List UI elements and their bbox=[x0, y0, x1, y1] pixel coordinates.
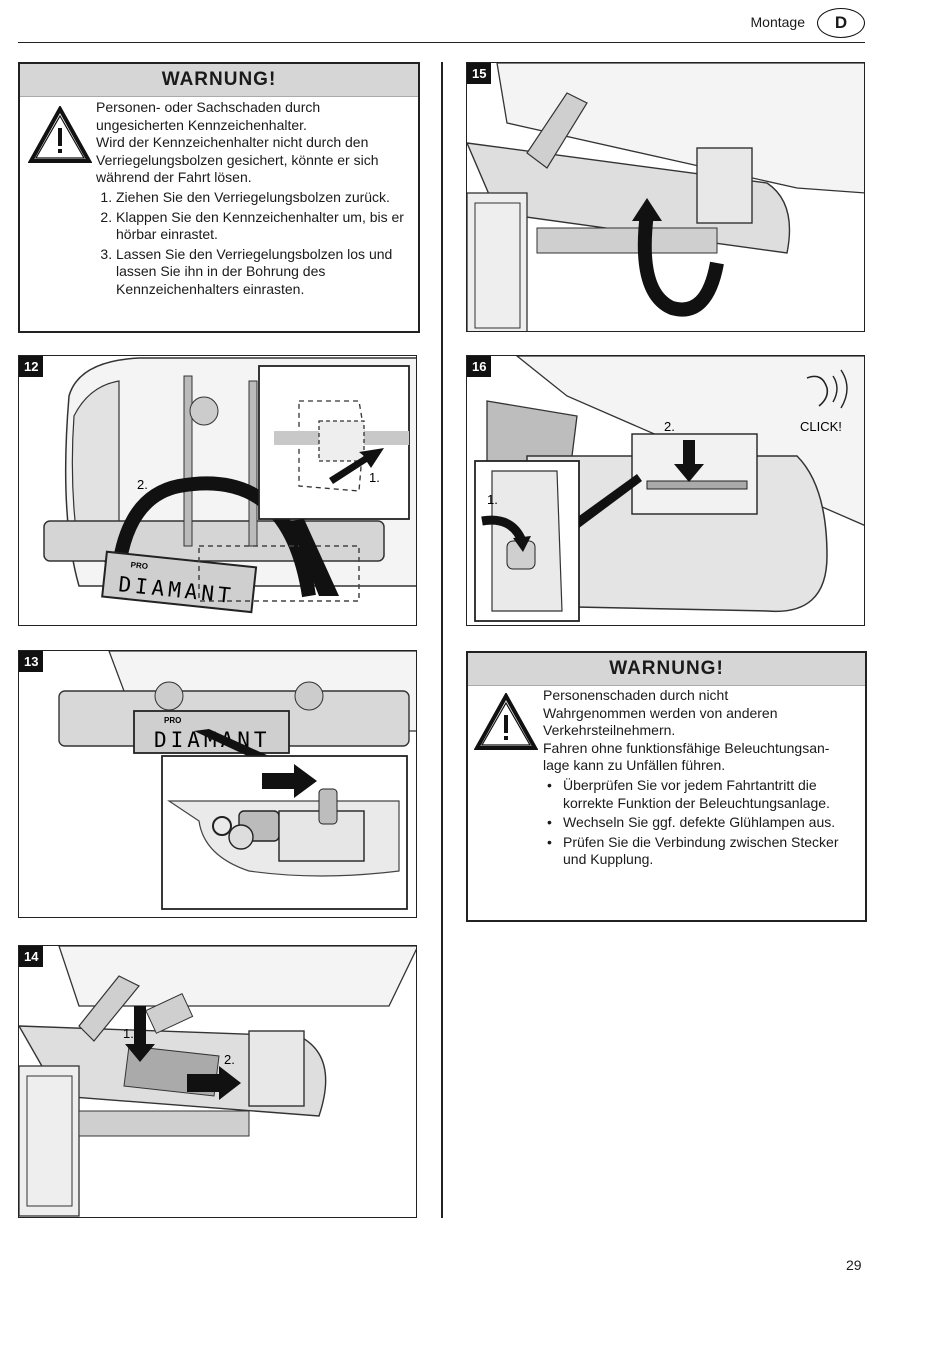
warning-steps: Ziehen Sie den Verriegelungsbolzen zurüc… bbox=[96, 189, 418, 299]
figure-number: 13 bbox=[19, 651, 44, 672]
figure-number: 12 bbox=[19, 356, 44, 377]
figure-number: 15 bbox=[467, 63, 492, 84]
warning-line: Personen- oder Sachschaden durch bbox=[96, 99, 321, 115]
step-label: 1. bbox=[487, 492, 498, 507]
step-label: 2. bbox=[664, 419, 675, 434]
warning-line: Verkehrsteilnehmern. bbox=[543, 722, 676, 739]
warning-line: Verriegelungsbolzen gesichert, könnte er… bbox=[96, 151, 379, 168]
figure-14-illustration: 1. 2. bbox=[19, 946, 416, 1217]
warning-line: lage kann zu Unfällen führen. bbox=[543, 757, 726, 774]
warning-line: Wird der Kennzeichenhalter nicht durch d… bbox=[96, 134, 369, 151]
column-divider bbox=[441, 62, 443, 1218]
warning-line: während der Fahrt lösen. bbox=[96, 169, 252, 186]
step-label: 2. bbox=[224, 1052, 235, 1067]
figure-14: 14 1. 2. bbox=[18, 945, 417, 1218]
warning-line: Fahren ohne funktionsfähige Beleuchtungs… bbox=[543, 739, 830, 756]
warning-triangle-icon bbox=[28, 106, 92, 163]
plate-brand: PRO bbox=[164, 716, 181, 725]
warning-bullet: Prüfen Sie die Verbindung zwischen Steck… bbox=[547, 834, 863, 869]
language-badge: D bbox=[817, 8, 865, 38]
warning-bullet: Überprüfen Sie vor jedem Fahrtantritt di… bbox=[547, 777, 863, 812]
figure-number: 14 bbox=[19, 946, 44, 967]
figure-16: 16 2. CLICK! 1. bbox=[466, 355, 865, 626]
section-title: Montage bbox=[750, 14, 805, 30]
warning-title: WARNUNG! bbox=[20, 64, 418, 97]
warning-box-left: WARNUNG! Personen- oder Sachschaden durc… bbox=[18, 62, 420, 333]
ear-icon bbox=[806, 369, 848, 409]
warning-line: Personenschaden durch nicht bbox=[543, 687, 729, 703]
warning-box-right: WARNUNG! Personenschaden durch nicht Wah… bbox=[466, 651, 867, 922]
warning-step: Klappen Sie den Kennzeichenhalter um, bi… bbox=[116, 209, 418, 244]
warning-line: ungesicherten Kennzeichenhalter. bbox=[96, 116, 307, 133]
step-label: 1. bbox=[369, 470, 380, 485]
warning-bullet: Wechseln Sie ggf. defekte Glühlampen aus… bbox=[547, 814, 863, 832]
warning-body: Personen- oder Sachschaden durch ungesic… bbox=[96, 99, 418, 301]
figure-15-illustration bbox=[467, 63, 864, 331]
page-number: 29 bbox=[846, 1257, 862, 1273]
figure-15: 15 bbox=[466, 62, 865, 332]
plate-brand: PRO bbox=[130, 560, 148, 571]
figure-13-illustration: PRO DIAMANT bbox=[58, 651, 416, 910]
step-label: 2. bbox=[137, 477, 148, 492]
warning-bullets: Überprüfen Sie vor jedem Fahrtantritt di… bbox=[543, 777, 863, 869]
warning-title: WARNUNG! bbox=[468, 653, 865, 686]
header-divider bbox=[18, 42, 865, 43]
warning-body: Personenschaden durch nicht Wahrgenommen… bbox=[543, 687, 863, 871]
step-label: 1. bbox=[123, 1026, 134, 1041]
figure-12: 12 PRO DIAMANT 2. 1. bbox=[18, 355, 417, 626]
figure-12-illustration: PRO DIAMANT 2. 1. bbox=[43, 357, 416, 614]
warning-line: Wahrgenommen werden von anderen bbox=[543, 704, 778, 721]
figure-13: 13 PRO DIAMANT bbox=[18, 650, 417, 918]
warning-triangle-icon bbox=[474, 693, 538, 750]
warning-step: Ziehen Sie den Verriegelungsbolzen zurüc… bbox=[116, 189, 418, 207]
click-label: CLICK! bbox=[800, 419, 842, 434]
figure-number: 16 bbox=[467, 356, 492, 377]
figure-16-illustration: 2. CLICK! 1. bbox=[474, 356, 864, 622]
warning-step: Lassen Sie den Verriegelungsbolzen los u… bbox=[116, 246, 418, 299]
